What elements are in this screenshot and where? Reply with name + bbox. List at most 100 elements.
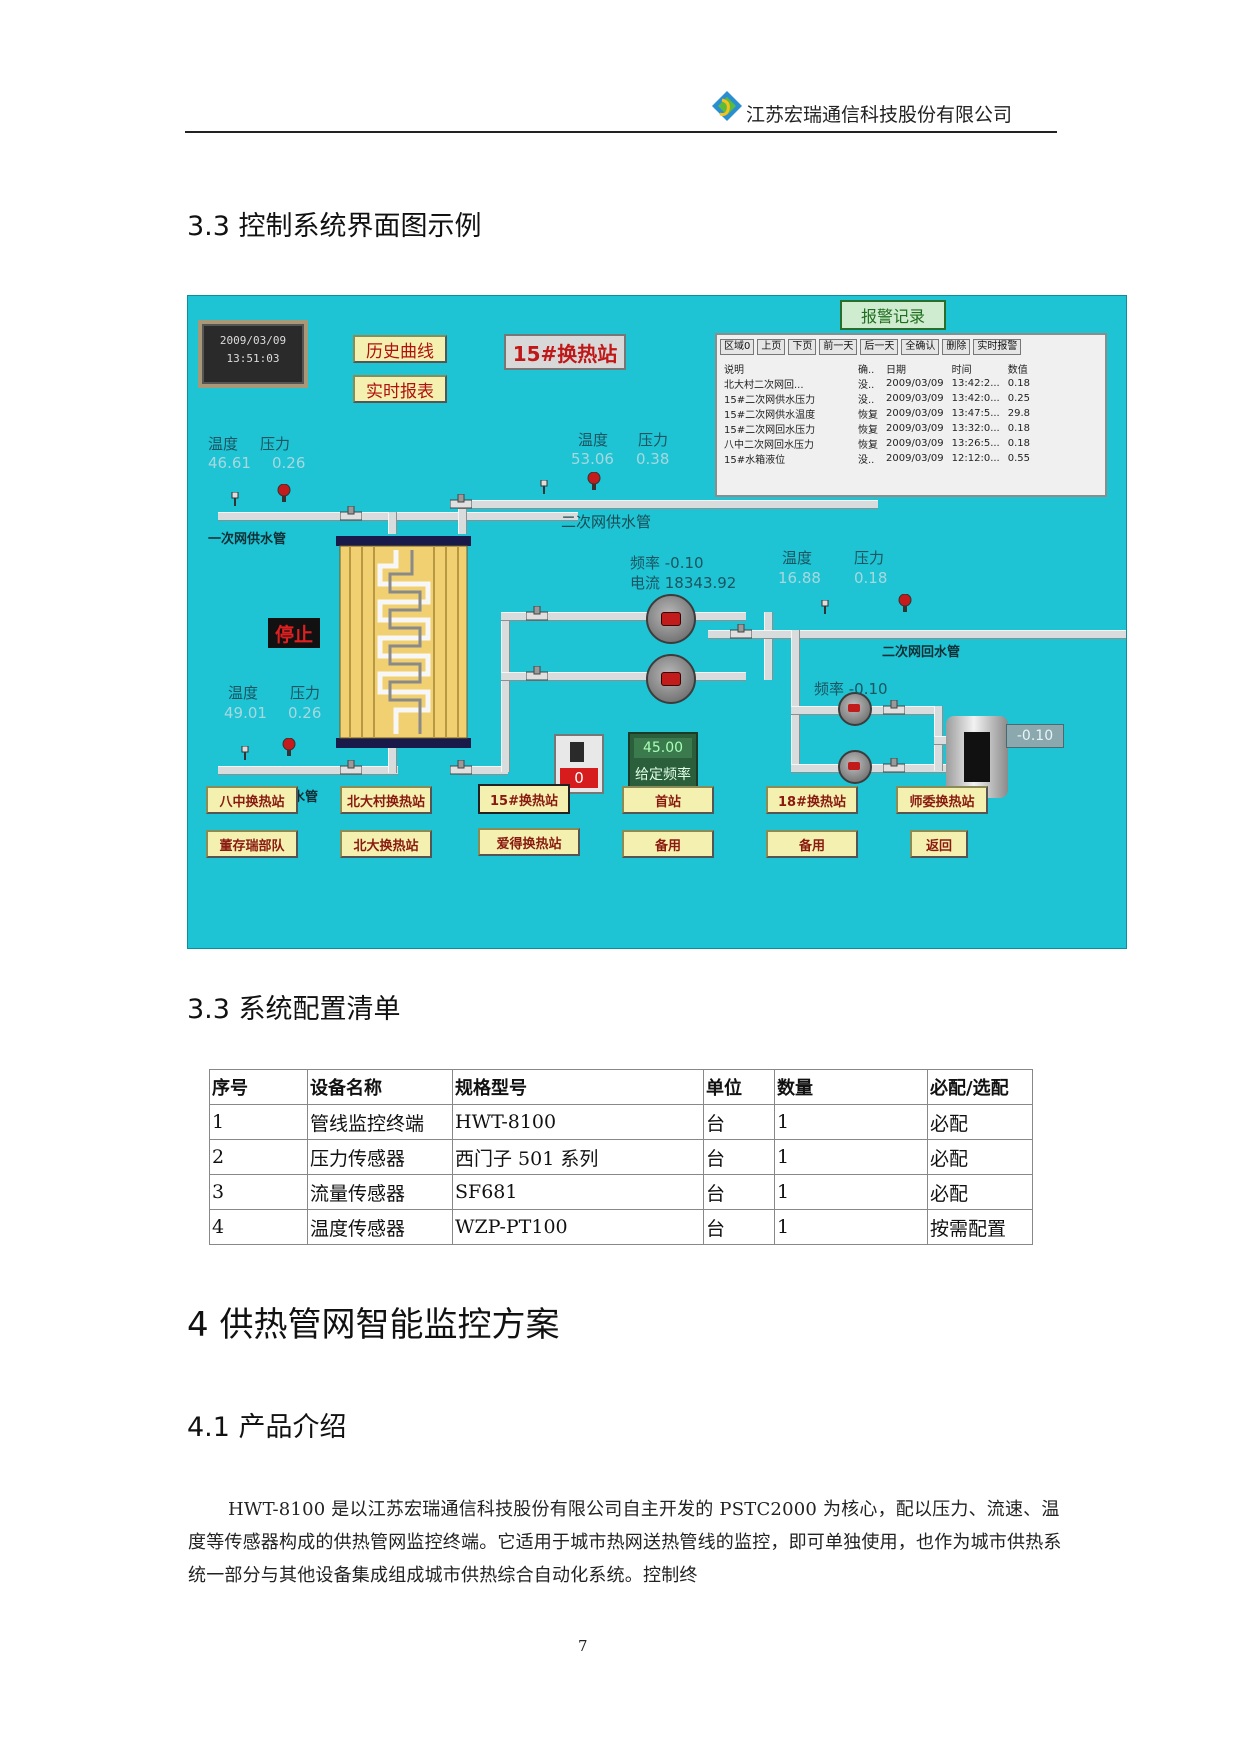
alarm-prev-day[interactable]: 前一天 — [819, 339, 858, 355]
heat-exchanger-icon — [336, 536, 471, 748]
alarm-prev-page[interactable]: 上页 — [757, 339, 786, 355]
alarm-cell: 15#二次网回水压力 — [724, 425, 816, 436]
nav-spare-2[interactable]: 备用 — [766, 830, 858, 858]
alarm-col-desc: 说明 — [724, 365, 744, 376]
valve-icon — [883, 700, 905, 715]
pressure-sensor-icon — [282, 738, 296, 756]
secondary-supply-temp-label: 温度 — [578, 431, 609, 449]
makeup-pump-2-icon[interactable] — [838, 750, 872, 784]
alarm-cell: 恢复 — [858, 425, 878, 436]
intro-paragraph-block: HWT-8100 是以江苏宏瑞通信科技股份有限公司自主开发的 PSTC2000 … — [188, 1493, 1068, 1592]
primary-supply-temp: 46.61 — [208, 454, 251, 472]
cell-model: HWT-8100 — [452, 1104, 704, 1140]
pipe-segment — [388, 512, 397, 534]
alarm-cell: 13:26:5... — [951, 438, 1000, 449]
alarm-next-page[interactable]: 下页 — [788, 339, 817, 355]
pipe-segment — [458, 500, 467, 534]
primary-return-pressure-label: 压力 — [290, 684, 321, 702]
alarm-cell: 八中二次网回水压力 — [724, 440, 814, 451]
cell-required: 必配 — [927, 1139, 1033, 1175]
alarm-cell: 2009/03/09 — [886, 408, 944, 419]
table-row: 4 温度传感器 WZP-PT100 台 1 按需配置 — [209, 1209, 1033, 1245]
frequency-setpoint-box[interactable]: 45.00 给定频率 — [628, 732, 698, 792]
alarm-cell: 12:12:0... — [951, 453, 1000, 464]
nav-aide-station[interactable]: 爱得换热站 — [478, 828, 580, 856]
col-header-index: 序号 — [209, 1069, 308, 1105]
alarm-cell: 13:47:5... — [951, 408, 1000, 419]
frequency-setpoint-label: 给定频率 — [635, 767, 691, 783]
stop-status-indicator[interactable]: 停止 — [268, 618, 320, 648]
intro-paragraph: HWT-8100 是以江苏宏瑞通信科技股份有限公司自主开发的 PSTC2000 … — [188, 1499, 1062, 1586]
valve-icon — [450, 760, 472, 775]
nav-beida-station[interactable]: 北大换热站 — [340, 830, 432, 858]
nav-beidacun-station[interactable]: 北大村换热站 — [340, 786, 432, 814]
secondary-return-pressure: 0.18 — [854, 569, 888, 587]
history-curve-button[interactable]: 历史曲线 — [353, 335, 447, 363]
primary-return-temp-label: 温度 — [228, 684, 259, 702]
cell-required: 必配 — [927, 1174, 1033, 1210]
nav-spare-1[interactable]: 备用 — [622, 830, 714, 858]
cell-device: 压力传感器 — [307, 1139, 453, 1175]
nav-return-button[interactable]: 返回 — [910, 830, 968, 858]
alarm-mode-select[interactable]: 实时报警 — [973, 339, 1022, 355]
pump-switch[interactable]: 0 — [554, 734, 604, 794]
secondary-supply-pressure-label: 压力 — [638, 431, 669, 449]
cell-index: 2 — [209, 1139, 308, 1175]
valve-icon — [883, 758, 905, 773]
temperature-sensor-icon — [231, 492, 239, 506]
section-title-config: 3.3 系统配置清单 — [187, 994, 401, 1025]
alarm-cell: 0.18 — [1007, 438, 1030, 449]
alarm-cell: 15#二次网供水压力 — [724, 395, 816, 406]
nav-15-station[interactable]: 15#换热站 — [478, 784, 570, 814]
circulation-pump-2-icon[interactable] — [646, 654, 696, 704]
cell-device: 管线监控终端 — [307, 1104, 453, 1140]
alarm-col-value: 数值 — [1007, 365, 1028, 376]
secondary-return-pipe-label: 二次网回水管 — [882, 645, 961, 660]
pipe-segment — [501, 612, 510, 772]
table-row: 3 流量传感器 SF681 台 1 必配 — [209, 1174, 1033, 1210]
cell-qty: 1 — [774, 1174, 928, 1210]
nav-bazhong-station[interactable]: 八中换热站 — [206, 786, 298, 814]
cell-qty: 1 — [774, 1209, 928, 1245]
nav-shiwei-station[interactable]: 师委换热站 — [896, 786, 988, 814]
alarm-cell: 15#二次网供水温度 — [724, 410, 816, 421]
col-header-model: 规格型号 — [452, 1069, 704, 1105]
alarm-cell: 2009/03/09 — [886, 423, 944, 434]
realtime-report-button[interactable]: 实时报表 — [353, 375, 447, 403]
alarm-cell: 恢复 — [858, 410, 878, 421]
pipe-secondary-return — [708, 630, 1126, 639]
alarm-area-select[interactable]: 区域0 — [720, 339, 755, 355]
secondary-supply-pipe-label: 二次网供水管 — [561, 513, 652, 531]
cell-qty: 1 — [774, 1139, 928, 1175]
nav-shouzhan-station[interactable]: 首站 — [622, 786, 714, 814]
alarm-delete[interactable]: 删除 — [942, 339, 971, 355]
pressure-sensor-icon — [898, 594, 912, 612]
config-table-header: 序号 设备名称 规格型号 单位 数量 必配/选配 — [209, 1069, 1033, 1105]
alarm-col-date: 日期 — [886, 365, 906, 376]
primary-supply-pipe-label: 一次网供水管 — [208, 532, 287, 547]
page-number: 7 — [578, 1637, 588, 1655]
valve-icon — [340, 760, 362, 775]
circulation-pump-1-icon[interactable] — [646, 594, 696, 644]
cell-unit: 台 — [703, 1209, 775, 1245]
nav-dongcunrui-station[interactable]: 董存瑞部队 — [206, 830, 298, 858]
alarm-ack-all[interactable]: 全确认 — [901, 339, 940, 355]
pump-switch-value: 0 — [560, 768, 598, 788]
primary-return-pressure: 0.26 — [288, 704, 322, 722]
valve-icon — [526, 606, 548, 621]
makeup-pump-1-icon[interactable] — [838, 692, 872, 726]
alarm-next-day[interactable]: 后一天 — [860, 339, 899, 355]
cell-device: 流量传感器 — [307, 1174, 453, 1210]
alarm-col-time: 时间 — [951, 365, 972, 376]
nav-18-station[interactable]: 18#换热站 — [766, 786, 858, 814]
cell-index: 1 — [209, 1104, 308, 1140]
station-title: 15#换热站 — [504, 334, 626, 370]
config-table: 序号 设备名称 规格型号 单位 数量 必配/选配 1 管线监控终端 HWT-81… — [209, 1069, 1033, 1245]
temperature-sensor-icon — [540, 480, 548, 494]
